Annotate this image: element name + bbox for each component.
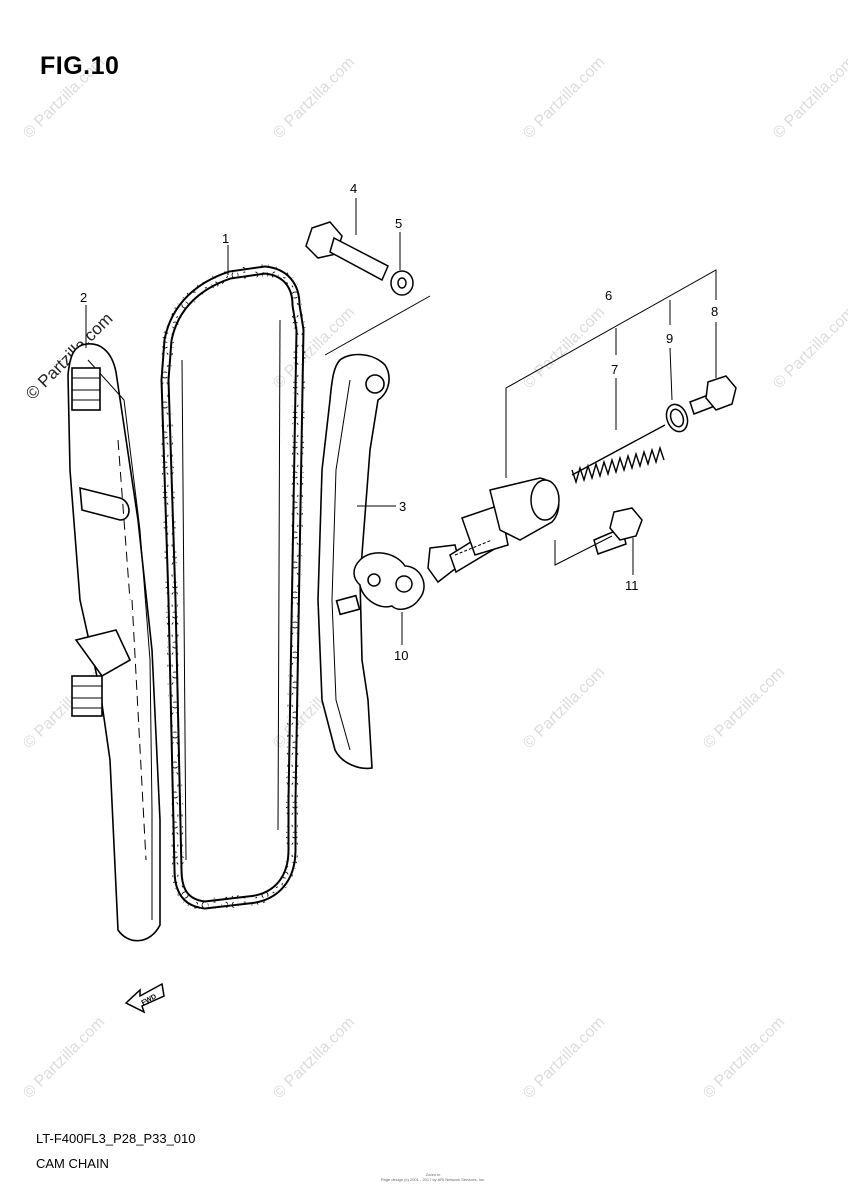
callout-2: 2 [80, 290, 87, 305]
callout-4: 4 [350, 181, 357, 196]
callout-3: 3 [399, 499, 406, 514]
cam-chain-part-1 [158, 263, 307, 912]
callout-10: 10 [394, 648, 408, 663]
bolt-part-4 [305, 221, 389, 282]
callout-5: 5 [395, 216, 402, 231]
callout-8: 8 [711, 304, 718, 319]
callout-6: 6 [605, 288, 612, 303]
callout-11: 11 [625, 578, 639, 593]
figure-title: FIG.10 [40, 52, 120, 80]
spring-part-7 [571, 424, 666, 485]
copyright-text: Page design (c) 2001 - 2017 by ARI Netwo… [380, 1177, 486, 1182]
forward-arrow-icon: FWD [124, 982, 165, 1014]
callout-1: 1 [222, 231, 229, 246]
chain-guide-part-2 [67, 343, 161, 942]
callout-9: 9 [666, 331, 673, 346]
washer-part-5 [390, 270, 414, 296]
part-name: CAM CHAIN [36, 1156, 109, 1171]
gasket-part-10 [353, 552, 425, 611]
part-code: LT-F400FL3_P28_P33_010 [36, 1131, 196, 1146]
bolt-part-11 [593, 507, 643, 555]
zoom-link[interactable]: Zoom In [425, 1172, 441, 1177]
o-ring-part-9 [665, 403, 689, 433]
tensioner-assembly-part-6 [427, 477, 560, 584]
tensioner-arm-part-3 [317, 353, 390, 770]
callout-7: 7 [611, 362, 618, 377]
assembly-bracket-lines [324, 269, 717, 566]
page-footer: Zoom In Page design (c) 2001 - 2017 by A… [368, 1172, 498, 1182]
plug-bolt-part-8 [689, 375, 737, 415]
leader-lines [85, 198, 717, 645]
